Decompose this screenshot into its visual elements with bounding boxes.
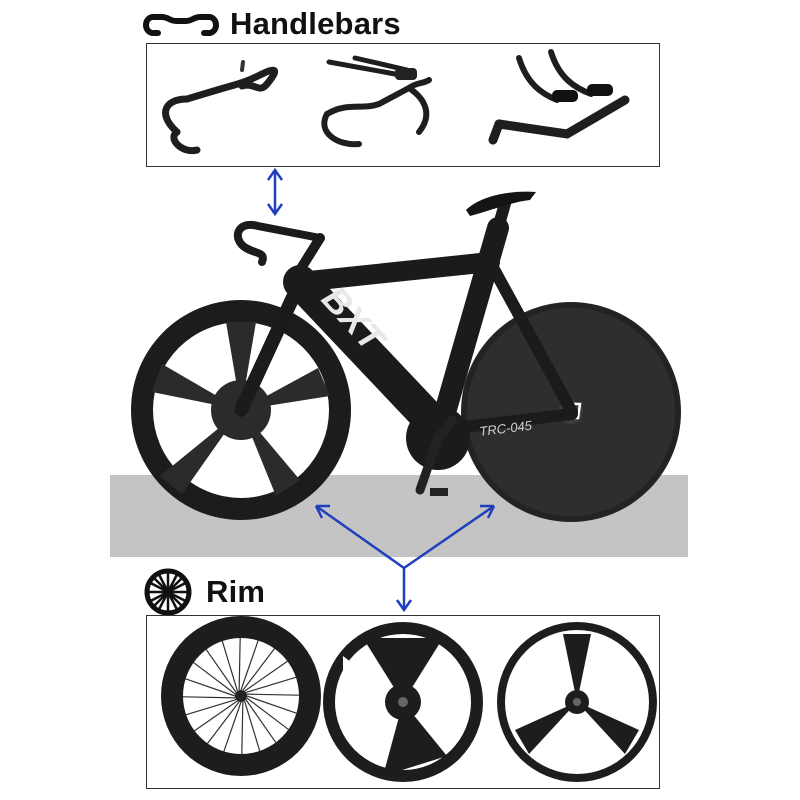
wheel-spoke — [246, 697, 289, 730]
wheel-spoke — [194, 700, 238, 732]
wheel-spoke — [185, 698, 237, 716]
tri-spoke-thin-wheel-icon[interactable] — [497, 622, 657, 782]
rim-heading: Rim — [144, 568, 265, 616]
drop-handlebar-icon[interactable] — [162, 60, 279, 155]
handlebars-options-panel — [146, 43, 660, 167]
wheel-spoke — [245, 676, 297, 694]
wheel-spoke — [207, 701, 240, 744]
wheel-spoke — [182, 696, 236, 699]
rim-options-panel — [146, 615, 660, 789]
rim-options — [161, 616, 657, 782]
rim-title: Rim — [206, 574, 266, 609]
wheel-spoke — [245, 699, 277, 743]
rim-arrows — [314, 504, 496, 613]
saddle — [466, 191, 536, 216]
spoked-deep-rim-wheel-icon[interactable] — [161, 616, 321, 776]
wheel-spoke — [238, 637, 241, 691]
wheel-spoke — [205, 649, 237, 693]
handlebar-icon — [143, 14, 219, 36]
handlebars-title: Handlebars — [230, 6, 401, 41]
handlebar-arrow — [266, 167, 284, 217]
wheel-spoke — [243, 700, 261, 752]
model-mark: TRC-045 — [479, 418, 534, 439]
tri-spoke-wide-wheel-icon[interactable] — [323, 622, 483, 782]
bike-frame — [234, 194, 578, 447]
wheel-spoke — [193, 662, 236, 695]
wheel-spoke — [221, 640, 239, 692]
wheel-spoke — [185, 678, 236, 697]
wheel-spoke — [240, 640, 259, 691]
wheel-spoke — [246, 693, 300, 696]
wheel-spoke — [242, 648, 275, 691]
handlebar-options — [162, 49, 630, 155]
wheel-spoke — [244, 660, 288, 692]
wheel-spoke — [246, 695, 297, 714]
tt-aerobar-icon[interactable] — [488, 49, 630, 145]
crank-arm — [415, 415, 457, 495]
wheel-spoke — [223, 701, 242, 752]
wheel-spoke — [241, 701, 244, 755]
aero-drop-handlebar-icon[interactable] — [321, 55, 432, 148]
bike-handlebar — [233, 220, 324, 266]
handlebars-heading: Handlebars — [142, 6, 401, 42]
wheel-spokes-icon — [144, 568, 192, 616]
